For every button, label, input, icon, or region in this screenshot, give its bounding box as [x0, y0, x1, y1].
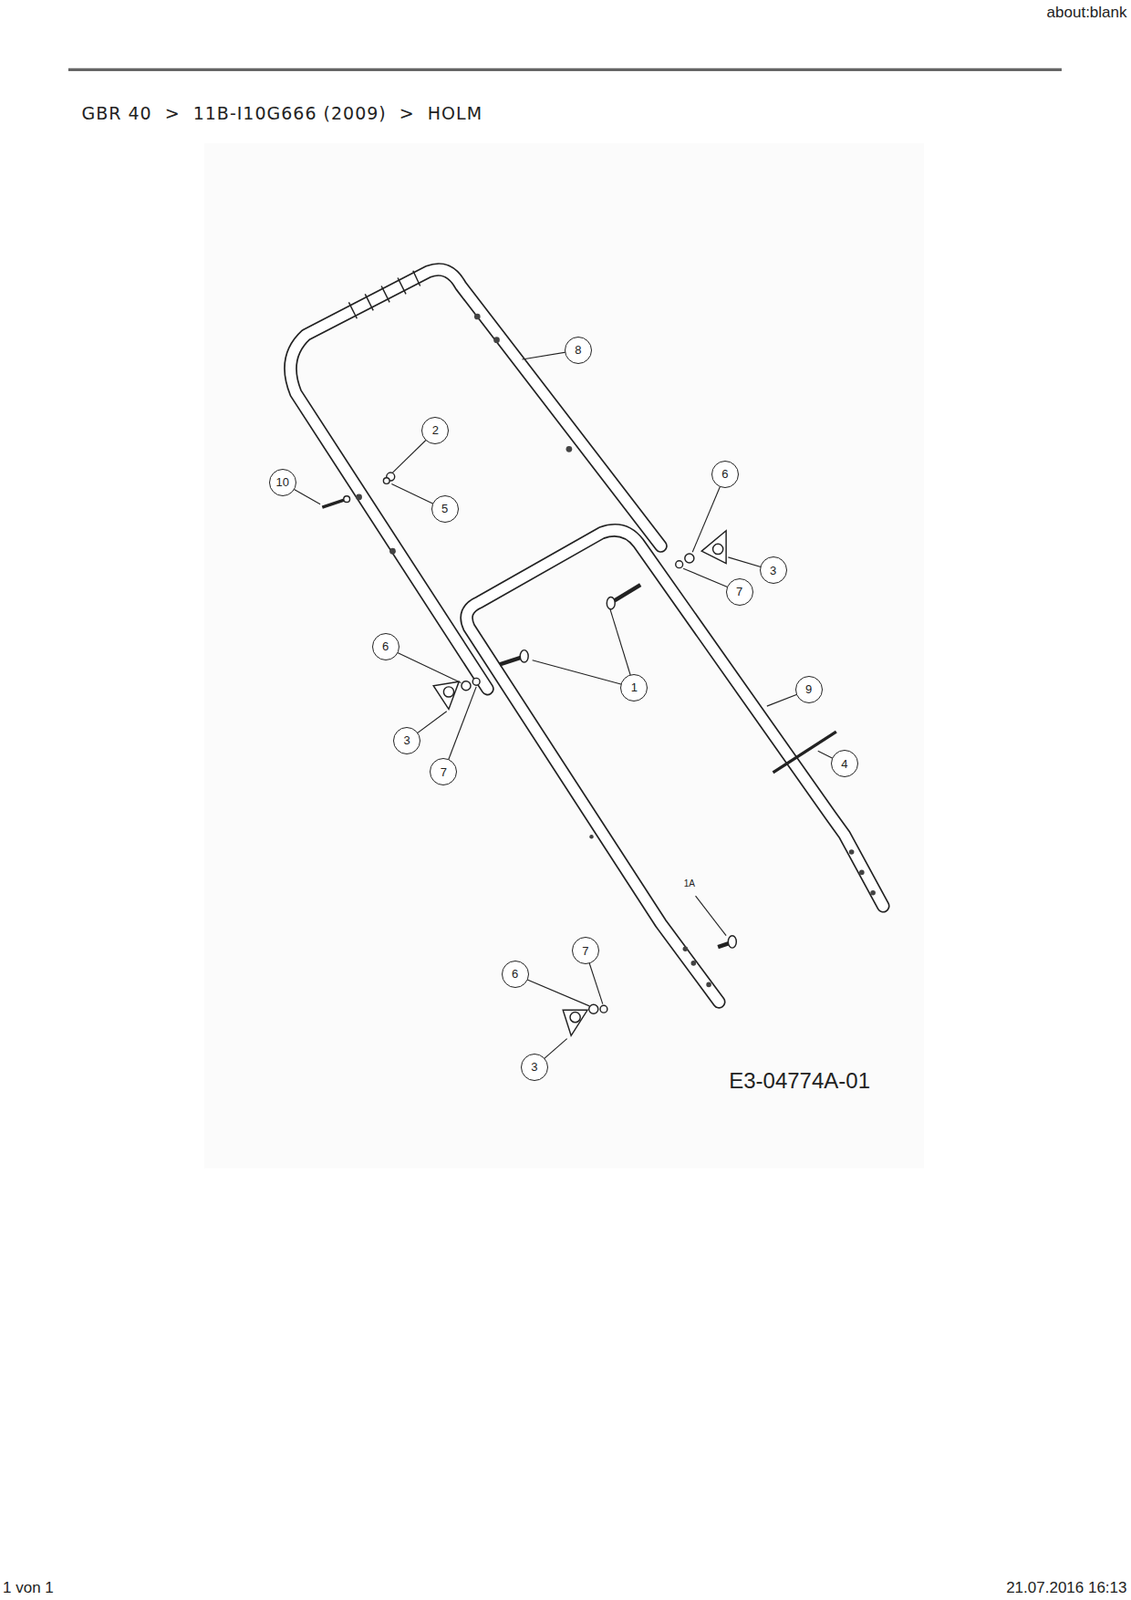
- callout-circle: 4: [830, 749, 859, 778]
- callout-number: 5: [441, 502, 448, 515]
- upper-handle: [290, 269, 661, 689]
- callout-circle: 10: [269, 468, 297, 497]
- callout-circle: 1: [620, 674, 648, 702]
- callout-number: 6: [721, 467, 728, 480]
- holes: [355, 313, 876, 988]
- lower-handle: [466, 529, 884, 1002]
- callout-circle: 7: [571, 936, 600, 965]
- callout-number: 7: [440, 766, 447, 779]
- callout-circle: 5: [431, 495, 459, 523]
- callout-number: 3: [404, 734, 411, 747]
- callout-circle: 3: [393, 726, 421, 755]
- callout-circle: 6: [372, 632, 400, 661]
- callout-number: 7: [581, 944, 589, 957]
- callout-circle: 7: [429, 757, 457, 786]
- callout-circle: 7: [726, 578, 754, 606]
- callout-number: 4: [840, 757, 848, 770]
- callout-number: 1: [631, 681, 638, 694]
- callout-circle: 6: [711, 460, 739, 488]
- part-number: 1A: [684, 878, 696, 889]
- hardware: [321, 472, 837, 1036]
- grip-bands: [348, 270, 420, 320]
- picture-ground: [204, 143, 924, 1169]
- callout-circle: 3: [520, 1053, 549, 1081]
- callout-number: 8: [574, 343, 582, 356]
- callout-circle: 8: [564, 336, 592, 364]
- callout-circle: 6: [501, 960, 530, 988]
- callout-number: 2: [432, 424, 439, 436]
- lower-handle-inner: [466, 529, 884, 1002]
- header-rule: [68, 68, 1062, 72]
- callout-circle: 9: [795, 675, 823, 704]
- callout-number: 3: [769, 564, 777, 577]
- callout-number: 10: [275, 476, 289, 488]
- callout-number: 7: [736, 585, 743, 598]
- breadcrumb-title: GBR 40 > 11B-I10G666 (2009) > HOLM: [81, 103, 483, 124]
- drawing-number: E3-04774A-01: [728, 1068, 871, 1094]
- upper-handle-inner: [290, 269, 661, 689]
- browser-url: about:blank: [1047, 3, 1128, 22]
- callout-number: 3: [530, 1060, 538, 1073]
- leader-lines: [282, 350, 845, 1068]
- callout-number: 9: [805, 683, 812, 696]
- page-count: 1 von 1: [2, 1578, 54, 1598]
- callout-number: 6: [511, 967, 519, 980]
- callout-number: 6: [382, 640, 389, 653]
- print-date: 21.07.2016 16:13: [1006, 1578, 1127, 1598]
- callout-circle: 2: [421, 416, 449, 445]
- callout-circle: 3: [759, 556, 788, 584]
